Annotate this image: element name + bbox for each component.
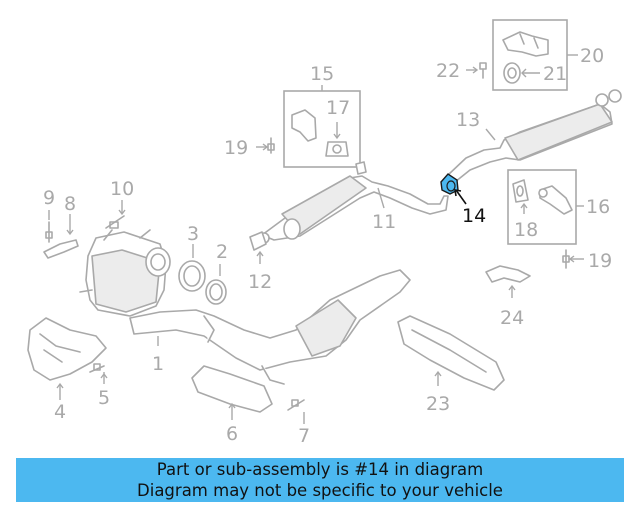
part-17-rubber-insulator[interactable]	[325, 122, 349, 157]
part-15-hanger-bracket[interactable]	[283, 85, 361, 168]
info-banner: Part or sub-assembly is #14 in diagram D…	[16, 458, 624, 502]
part-5-bolt[interactable]	[89, 363, 108, 384]
part-18-rubber-insulator[interactable]	[512, 179, 529, 214]
callout-7: 7	[298, 425, 310, 447]
callout-8: 8	[64, 193, 76, 215]
part-19-bolt-left[interactable]	[256, 137, 275, 154]
callout-20: 20	[580, 45, 604, 67]
callout-16: 16	[586, 196, 610, 218]
part-9-bolt[interactable]	[45, 210, 53, 243]
callout-14: 14	[462, 205, 486, 227]
callout-3: 3	[187, 223, 199, 245]
part-7-bolt[interactable]	[287, 399, 305, 424]
callout-10: 10	[110, 178, 134, 200]
callout-1: 1	[152, 353, 164, 375]
part-8-bracket[interactable]	[43, 214, 79, 259]
callout-4: 4	[54, 401, 66, 423]
callout-11: 11	[372, 211, 396, 233]
callout-19-left: 19	[224, 137, 248, 159]
callout-18: 18	[514, 219, 538, 241]
part-6-heat-shield[interactable]	[191, 365, 273, 420]
part-4-heat-shield[interactable]	[27, 317, 107, 400]
part-13-rear-muffler[interactable]	[447, 89, 622, 183]
callout-5: 5	[98, 387, 110, 409]
callout-12: 12	[248, 271, 272, 293]
part-2-gasket[interactable]	[205, 264, 227, 305]
part-19-bolt-right[interactable]	[562, 249, 584, 269]
callout-22: 22	[436, 60, 460, 82]
part-12-clamp[interactable]	[249, 231, 267, 264]
callout-17: 17	[326, 97, 350, 119]
banner-line-disclaimer: Diagram may not be specific to your vehi…	[137, 481, 503, 500]
callout-24: 24	[500, 307, 524, 329]
callout-23: 23	[426, 393, 450, 415]
part-3-clamp-ring[interactable]	[178, 244, 206, 292]
part-1-front-pipe-catalytic-converter[interactable]	[129, 269, 411, 385]
part-20-hanger-bracket[interactable]	[492, 19, 578, 91]
part-23-heat-shield[interactable]	[397, 315, 505, 391]
part-22-bolt[interactable]	[466, 62, 487, 79]
callout-21: 21	[543, 63, 567, 85]
callout-15: 15	[310, 63, 334, 85]
callout-2: 2	[216, 241, 228, 263]
part-14-pipe-clamp[interactable]	[440, 173, 467, 205]
part-manifold-catalyst[interactable]	[79, 229, 171, 317]
callout-6: 6	[226, 423, 238, 445]
callout-13: 13	[456, 109, 480, 131]
banner-line-part: Part or sub-assembly is #14 in diagram	[156, 460, 484, 479]
callout-9: 9	[43, 187, 55, 209]
part-10-stud[interactable]	[105, 200, 126, 229]
part-21-rubber-insulator[interactable]	[503, 62, 540, 84]
callout-19-right: 19	[588, 250, 612, 272]
part-11-intermediate-pipe[interactable]	[258, 161, 449, 244]
exhaust-parts-diagram: 1 2 3 4 5 6 7 8 9 10 11 12 13 14 15 16 1…	[27, 19, 622, 447]
part-16-hanger-bracket[interactable]	[507, 169, 584, 245]
part-24-bracket[interactable]	[485, 265, 531, 298]
